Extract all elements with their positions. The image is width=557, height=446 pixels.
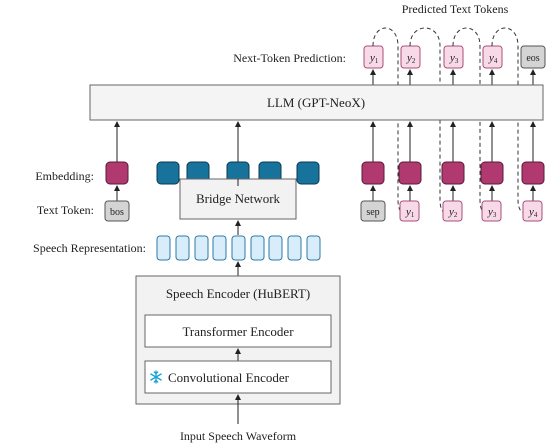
embedding-speech-5 bbox=[296, 161, 320, 185]
transformer-encoder-label: Transformer Encoder bbox=[182, 324, 294, 339]
speech-rep-8 bbox=[287, 235, 302, 261]
speech-rep-6 bbox=[250, 235, 265, 261]
text-token-y1 bbox=[399, 200, 420, 222]
embedding-y3 bbox=[480, 161, 504, 185]
speech-rep-5 bbox=[231, 235, 246, 261]
bridge-network-label: Bridge Network bbox=[196, 191, 281, 206]
predicted-token-y4-text: y4 bbox=[488, 52, 498, 65]
embedding-y2 bbox=[441, 161, 465, 185]
text-token-sep bbox=[360, 200, 386, 222]
predicted-token-y3-text: y3 bbox=[449, 52, 459, 65]
text-token-y3 bbox=[481, 200, 502, 222]
speech-rep-3 bbox=[194, 235, 209, 261]
speech-rep-9 bbox=[306, 235, 321, 261]
text-token-y2 bbox=[442, 200, 463, 222]
text-token-sep-text: sep bbox=[366, 207, 379, 218]
speech-encoder-label: Speech Encoder (HuBERT) bbox=[166, 286, 310, 301]
embedding-bos bbox=[105, 161, 129, 185]
convolutional-encoder-box bbox=[144, 360, 332, 394]
predicted-token-y2-text: y2 bbox=[406, 52, 416, 65]
predicted-token-eos bbox=[520, 45, 546, 69]
embedding-label: Embedding: bbox=[35, 169, 94, 183]
llm-to-prediction-arrows bbox=[370, 69, 536, 85]
embedding-y1 bbox=[398, 161, 422, 185]
predicted-token-y1-text: y1 bbox=[369, 52, 379, 65]
convolutional-encoder-label: Convolutional Encoder bbox=[168, 370, 290, 385]
text-token-y4 bbox=[522, 200, 543, 222]
text-token-y2-text: y2 bbox=[448, 206, 458, 219]
token-to-embedding-arrows bbox=[114, 185, 536, 201]
speech-rep-7 bbox=[268, 235, 283, 261]
speech-representation-row bbox=[156, 235, 321, 261]
embedding-row bbox=[105, 161, 545, 185]
speech-representation-label: Speech Representation: bbox=[33, 241, 146, 255]
predicted-token-eos-text: eos bbox=[526, 53, 539, 64]
speech-rep-2 bbox=[175, 235, 190, 261]
text-token-label: Text Token: bbox=[37, 203, 94, 217]
speech-rep-4 bbox=[212, 235, 227, 261]
input-speech-waveform-label: Input Speech Waveform bbox=[180, 429, 297, 443]
text-token-y4-text: y4 bbox=[528, 206, 538, 219]
text-token-y3-text: y3 bbox=[487, 206, 497, 219]
embedding-to-llm-arrows bbox=[114, 121, 536, 162]
transformer-encoder-box bbox=[144, 314, 332, 348]
speech-rep-1 bbox=[156, 235, 171, 261]
text-tokens-row: bos sep y1 y2 y3 y4 bbox=[104, 200, 543, 222]
llm-label: LLM (GPT-NeoX) bbox=[267, 95, 365, 110]
next-token-prediction-label: Next-Token Prediction: bbox=[233, 51, 346, 65]
embedding-y4 bbox=[521, 161, 545, 185]
loop-y3 bbox=[452, 27, 493, 214]
embedding-speech-1 bbox=[156, 161, 180, 185]
text-token-bos-text: bos bbox=[110, 207, 124, 218]
text-token-bos bbox=[104, 200, 130, 222]
embedding-sep bbox=[361, 161, 385, 185]
text-token-y1-text: y1 bbox=[405, 206, 415, 219]
predicted-text-tokens-label: Predicted Text Tokens bbox=[402, 2, 509, 16]
llm-box bbox=[89, 84, 544, 121]
loop-y1 bbox=[372, 27, 411, 214]
snowflake-icon bbox=[150, 370, 162, 384]
